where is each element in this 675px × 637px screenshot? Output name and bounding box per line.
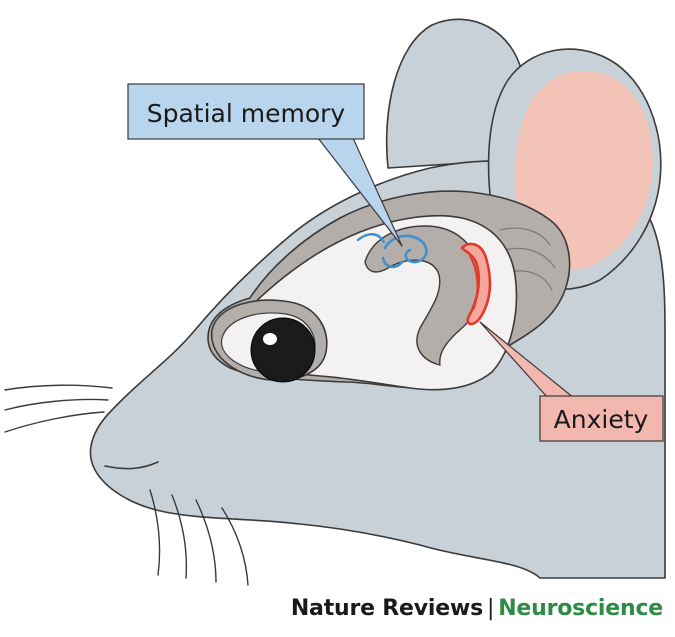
dorsal-hippocampus-left [356, 233, 386, 244]
anxiety-label: Anxiety [554, 405, 649, 434]
spatial-memory-box [127, 83, 365, 140]
anxiety-box [539, 395, 664, 442]
ventral-hippocampus-inner [469, 255, 479, 309]
eye-highlight [263, 333, 277, 345]
credit-separator: | [487, 596, 495, 621]
mouth-line [104, 461, 159, 470]
spatial-memory-label: Spatial memory [147, 99, 346, 128]
journal-credit: Nature Reviews|Neuroscience [0, 596, 663, 621]
eye-icon [250, 317, 316, 383]
journal-section: Neuroscience [498, 596, 663, 621]
ventral-hippocampus [460, 242, 492, 326]
journal-name: Nature Reviews [290, 596, 483, 621]
dorsal-hippocampus [381, 234, 428, 269]
whiskers [4, 384, 249, 586]
